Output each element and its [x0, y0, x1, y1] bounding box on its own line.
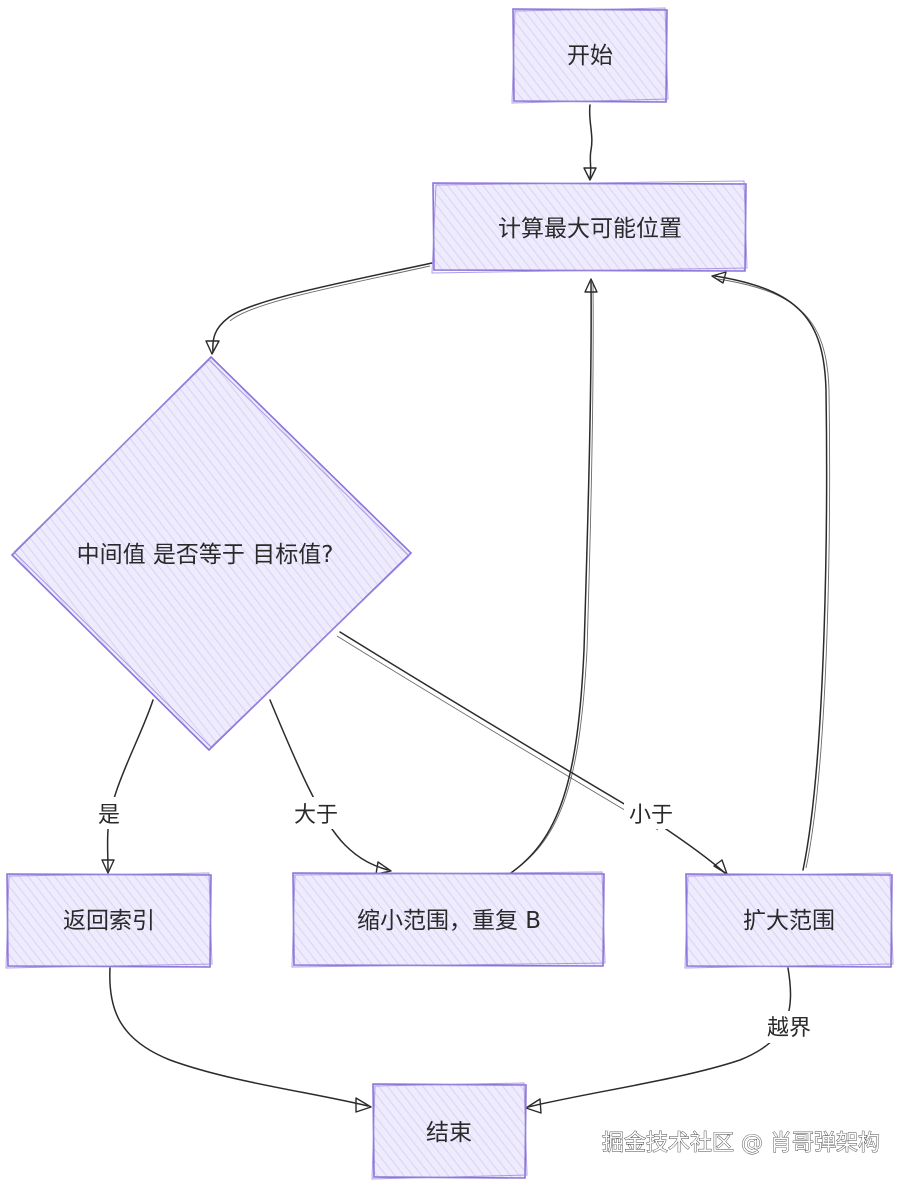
edge-label-greater: 大于 — [289, 797, 343, 829]
edge-label-yes-text: 是 — [98, 803, 120, 828]
edge-start-to-compute — [583, 104, 597, 181]
edge-labels: 是 大于 小于 越界 — [93, 797, 817, 1043]
edge-decision-to-return — [101, 699, 154, 874]
edge-compute-to-decision — [205, 262, 433, 355]
node-start[interactable]: 开始 — [511, 7, 669, 104]
nodes: 开始 计算最大可能位置 中间值 是否等于 目标值? 返回索引 — [5, 7, 894, 1180]
edge-label-out-of-bounds-text: 越界 — [767, 1016, 811, 1041]
edge-decision-to-shrink — [269, 699, 392, 875]
node-shrink-label: 缩小范围，重复 B — [357, 908, 541, 934]
node-expand-label: 扩大范围 — [743, 908, 835, 934]
node-compute-max-position[interactable]: 计算最大可能位置 — [431, 180, 748, 274]
edge-label-less-text: 小于 — [629, 803, 673, 828]
watermark: 掘金技术社区 @ 肖哥弹架构 — [602, 1131, 880, 1156]
node-compute-label: 计算最大可能位置 — [498, 216, 682, 242]
edge-label-greater-text: 大于 — [294, 803, 338, 828]
edge-label-yes: 是 — [93, 797, 125, 829]
edge-expand-to-end — [525, 967, 792, 1114]
node-start-label: 开始 — [567, 43, 613, 69]
node-end-label: 结束 — [426, 1120, 472, 1146]
edge-return-to-end — [109, 967, 372, 1113]
node-decision[interactable]: 中间值 是否等于 目标值? — [10, 355, 413, 752]
node-shrink-range[interactable]: 缩小范围，重复 B — [291, 871, 606, 968]
edge-expand-to-compute — [711, 271, 831, 871]
edge-decision-to-expand — [336, 631, 728, 875]
node-end[interactable]: 结束 — [371, 1082, 528, 1180]
edges — [101, 104, 831, 1114]
node-decision-label: 中间值 是否等于 目标值? — [77, 542, 334, 568]
node-return-index-label: 返回索引 — [63, 908, 155, 934]
edge-label-out-of-bounds: 越界 — [761, 1011, 817, 1043]
edge-label-less: 小于 — [624, 797, 678, 829]
node-expand-range[interactable]: 扩大范围 — [684, 872, 894, 969]
edge-shrink-to-compute — [507, 278, 598, 876]
node-return-index[interactable]: 返回索引 — [5, 872, 213, 969]
